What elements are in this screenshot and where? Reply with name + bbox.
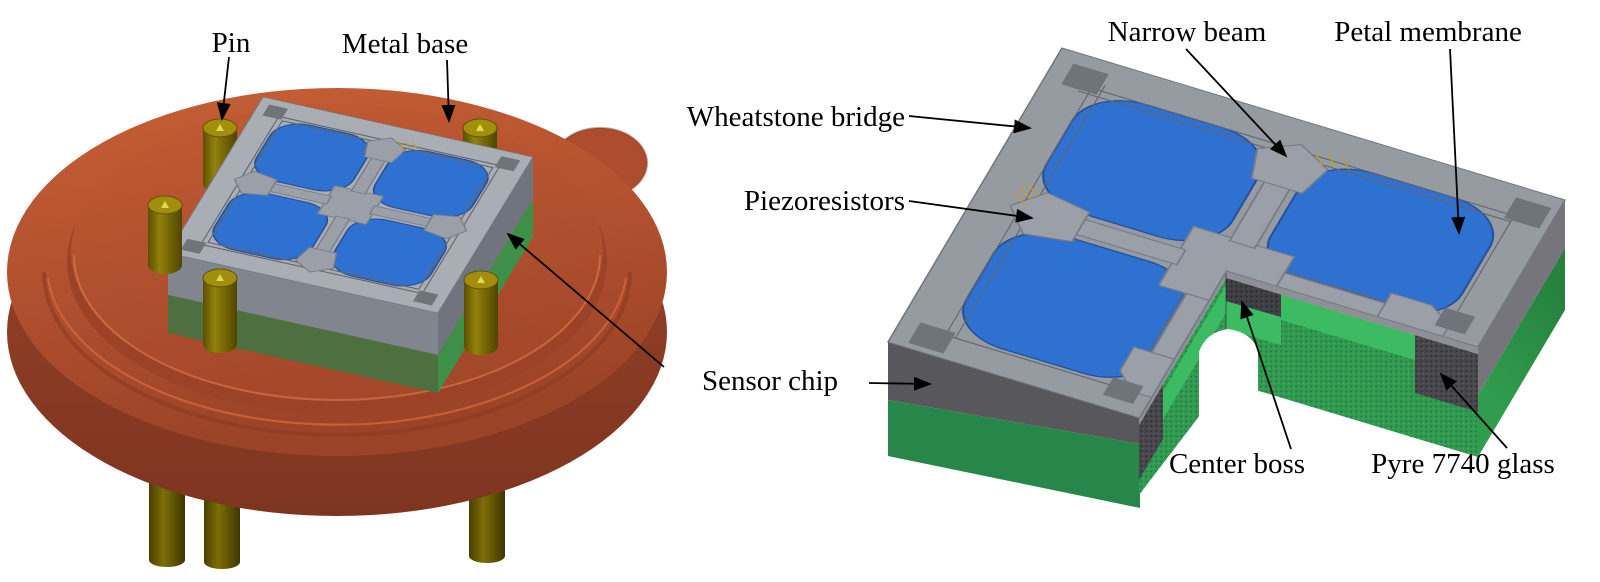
wheatstone-bridge-label: Wheatstone bridge (687, 101, 905, 133)
beam-anchor (294, 246, 338, 273)
glass-notch (1199, 329, 1258, 430)
petal-membrane-arrow (1449, 48, 1466, 235)
glass-side-southwest (888, 400, 1140, 508)
beam-anchor (363, 137, 407, 164)
petal-membrane-shape (331, 218, 447, 287)
chip-silicon-side-east (1478, 200, 1565, 395)
petal-membrane-shape (254, 123, 370, 192)
petal-membrane-callout: Petal membrane (1334, 16, 1522, 235)
center-block (1157, 225, 1296, 302)
annotations: Pin Metal base Sensor chip Wheatstone br… (212, 16, 1555, 480)
beam-anchor (1009, 191, 1091, 243)
petal-membrane-shape (372, 149, 489, 218)
pin-callout: Pin (212, 27, 251, 121)
sensor-chip-arrow-right (868, 376, 932, 391)
petal-membrane-shape (212, 192, 329, 261)
bond-pads (908, 63, 1552, 404)
petal-membrane-label: Petal membrane (1334, 16, 1522, 48)
piezoresistors-callout: Piezoresistors (744, 185, 1034, 223)
wheatstone-bridge-callout: Wheatstone bridge (687, 101, 1032, 134)
beam-cross (1009, 143, 1451, 399)
wheatstone-bridge-arrow (908, 115, 1032, 134)
glass-cross-section (1226, 278, 1478, 457)
center-boss-arrow (1240, 300, 1292, 450)
center-boss-block (1226, 271, 1281, 317)
pyre-glass-arrow (1439, 372, 1508, 449)
sensor-chip-label: Sensor chip (702, 365, 838, 397)
chip-silicon-side-right (438, 157, 533, 355)
glass-under-boss (1226, 301, 1281, 345)
header-pins-front (147, 195, 499, 355)
pyre-glass-callout: Pyre 7740 glass (1371, 372, 1555, 480)
cutaway-chip-top-face (886, 47, 1567, 419)
membrane-edge (1226, 271, 1478, 354)
chip-silicon-side-southwest (888, 342, 1140, 444)
metal-base-arrow (441, 59, 456, 123)
cut-face-front (1226, 271, 1478, 457)
right-figure (886, 47, 1567, 508)
glass-side-east (1478, 248, 1565, 457)
narrow-beam-label: Narrow beam (1108, 16, 1267, 48)
platform-edge-highlight (73, 254, 601, 401)
glass-cavity-ledge (1281, 295, 1415, 360)
sensor-chip-arrow-left (506, 232, 665, 368)
frame-cross-section (1139, 384, 1163, 480)
beam-anchor (233, 170, 278, 196)
pyre-glass-label: Pyre 7740 glass (1371, 448, 1555, 480)
center-boss-label: Center boss (1169, 448, 1305, 480)
beam-cross (233, 137, 468, 273)
sensor-chip-callout: Sensor chip (506, 232, 932, 397)
chip-top-face (167, 96, 534, 314)
metal-base-callout: Metal base (342, 28, 468, 123)
metal-base-label: Metal base (342, 28, 468, 60)
center-boss-callout: Center boss (1169, 300, 1305, 480)
piezoresistor-marks (396, 140, 420, 151)
base-rim-highlight (46, 277, 628, 426)
beam-anchor-half (1376, 292, 1451, 338)
left-figure (7, 88, 667, 569)
pin-label: Pin (212, 27, 251, 59)
narrow-beam-callout: Narrow beam (1108, 16, 1288, 158)
pin-arrow (216, 56, 231, 121)
piezoresistors-label: Piezoresistors (744, 185, 905, 217)
base-rim-groove (42, 271, 632, 437)
piezoresistor-marks (1010, 78, 1354, 282)
narrow-beam-arrow (1185, 48, 1288, 158)
bond-pads (180, 104, 521, 306)
beam-anchor (423, 214, 468, 240)
piezoresistors-arrow (908, 200, 1034, 223)
